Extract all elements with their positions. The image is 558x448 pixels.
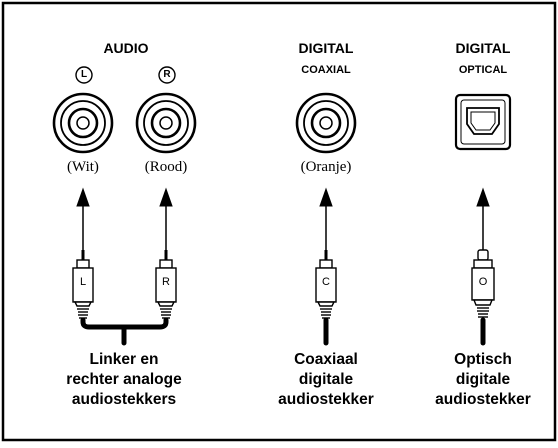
- coaxial-caption-line: audiostekker: [278, 391, 374, 408]
- optical-caption-line: Optisch: [454, 351, 512, 368]
- optical-heading: DIGITAL: [455, 40, 511, 56]
- optical-caption-line: audiostekker: [435, 391, 531, 408]
- optical-caption-line: digitale: [455, 371, 511, 388]
- coaxial-heading: DIGITAL: [298, 40, 354, 56]
- audio-caption-line: audiostekkers: [71, 391, 177, 408]
- coaxial-jack: [295, 92, 357, 154]
- optical-subheading: OPTICAL: [458, 64, 508, 76]
- plug-right-letter: R: [162, 276, 170, 288]
- coaxial-caption-line: Coaxiaal: [294, 351, 358, 368]
- optical-caption: Optisch digitale audiostekker: [423, 350, 543, 410]
- plug-optical-letter: O: [478, 276, 488, 288]
- audio-caption-line: Linker en: [89, 351, 159, 368]
- left-channel-label: L: [80, 69, 88, 80]
- left-color-label: (Wit): [67, 159, 99, 175]
- plug-optical: [471, 249, 495, 318]
- plug-right: [155, 250, 177, 319]
- audio-caption: Linker en rechter analoge audiostekkers: [44, 350, 204, 410]
- right-channel-marker: [158, 66, 176, 84]
- audio-cable: [80, 317, 169, 346]
- coaxial-color-label: (Oranje): [300, 159, 352, 175]
- plug-left-letter: L: [79, 276, 87, 288]
- right-channel-label: R: [163, 69, 171, 80]
- audio-right-jack: [135, 92, 197, 154]
- coaxial-subheading: COAXIAL: [301, 64, 351, 76]
- arrows: [76, 187, 490, 255]
- left-channel-marker: [75, 66, 93, 84]
- plug-coaxial-letter: C: [322, 276, 330, 288]
- optical-jack: [454, 93, 512, 151]
- audio-left-jack: [52, 92, 114, 154]
- right-color-label: (Rood): [144, 159, 188, 175]
- plug-coaxial: [315, 250, 337, 319]
- plug-left: [72, 250, 94, 319]
- coaxial-caption: Coaxiaal digitale audiostekker: [266, 350, 386, 410]
- coaxial-caption-line: digitale: [298, 371, 354, 388]
- audio-caption-line: rechter analoge: [66, 371, 182, 388]
- audio-heading: AUDIO: [103, 40, 149, 56]
